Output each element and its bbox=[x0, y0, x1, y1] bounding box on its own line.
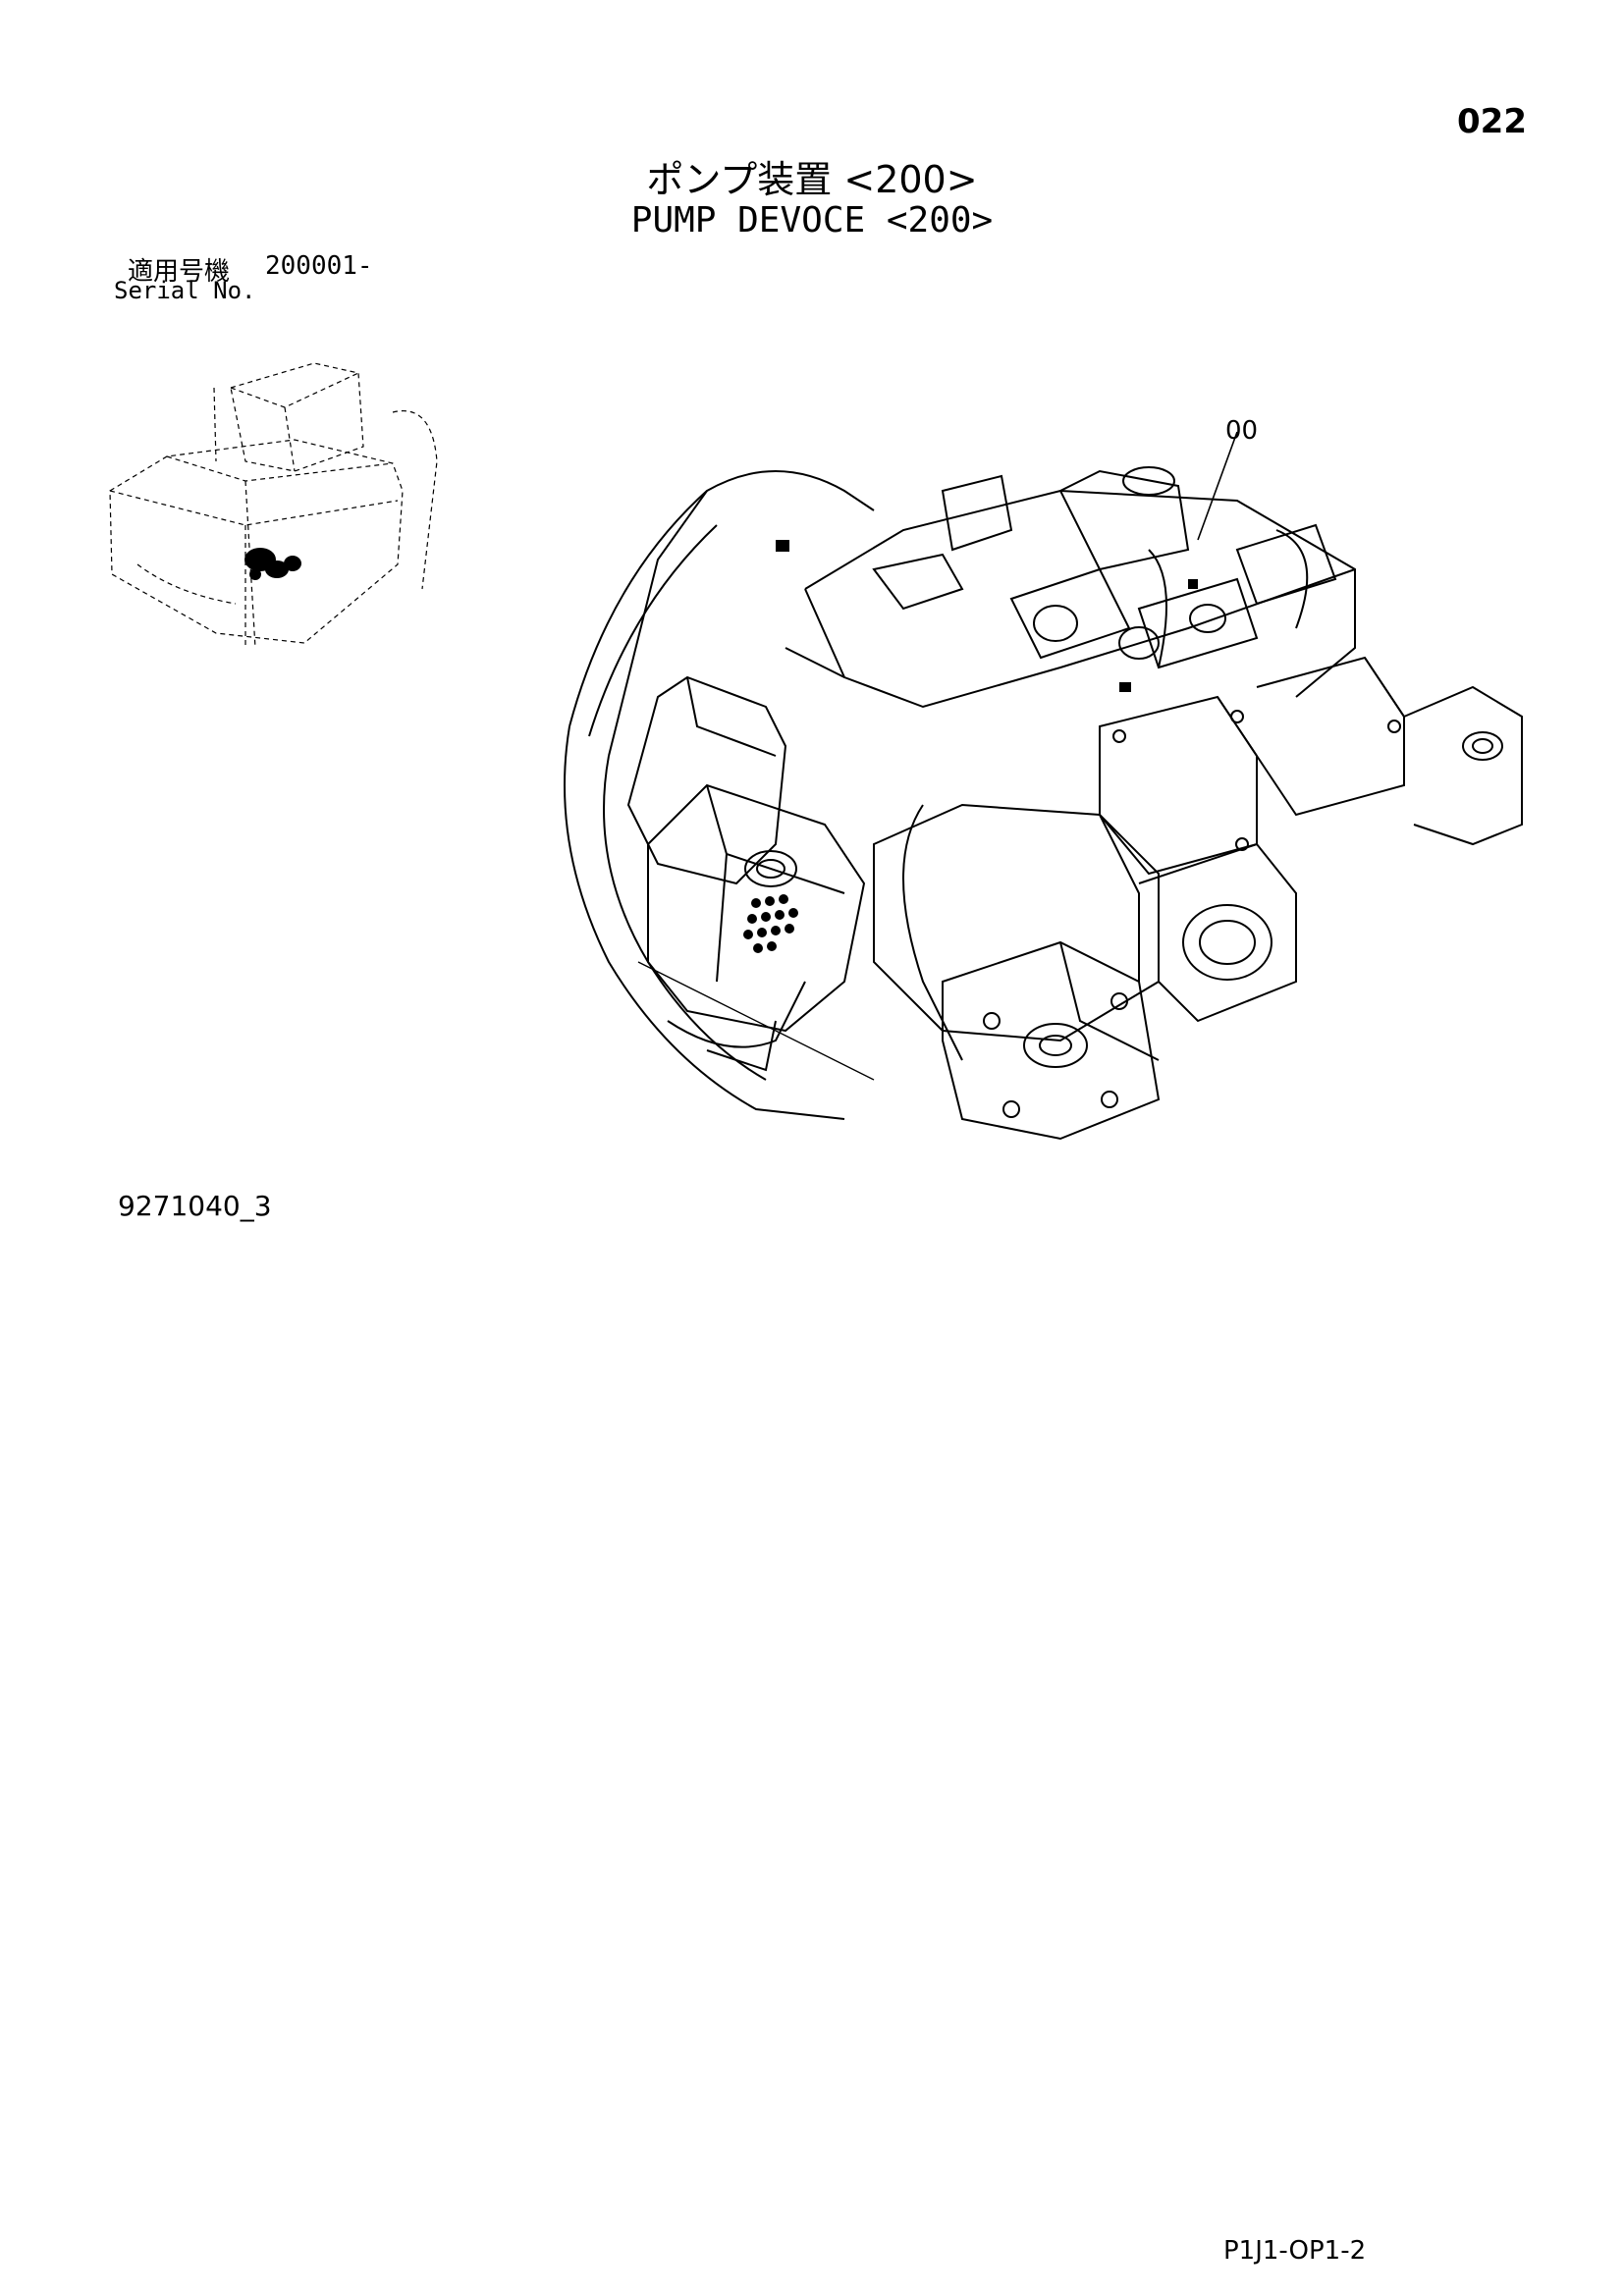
serial-label-japanese: 適用号機 bbox=[128, 257, 231, 287]
oil-ports-pattern bbox=[743, 894, 798, 953]
page-number: 022 bbox=[1457, 102, 1527, 141]
part-callout-00: 00 bbox=[1225, 416, 1259, 446]
pump-location-marker bbox=[244, 548, 301, 580]
title-japanese: ポンプ装置 <200> bbox=[646, 158, 978, 201]
serial-number: 200001- bbox=[265, 251, 373, 281]
page-code: P1J1-OP1-2 bbox=[1223, 2236, 1367, 2266]
machine-locator-view bbox=[109, 362, 438, 649]
pump-assembly-drawing bbox=[564, 431, 1523, 1141]
title-english: PUMP DEVOCE <200> bbox=[630, 200, 994, 240]
serial-label-english: Serial No. bbox=[114, 277, 256, 304]
figure-id: 9271040_3 bbox=[118, 1190, 272, 1222]
